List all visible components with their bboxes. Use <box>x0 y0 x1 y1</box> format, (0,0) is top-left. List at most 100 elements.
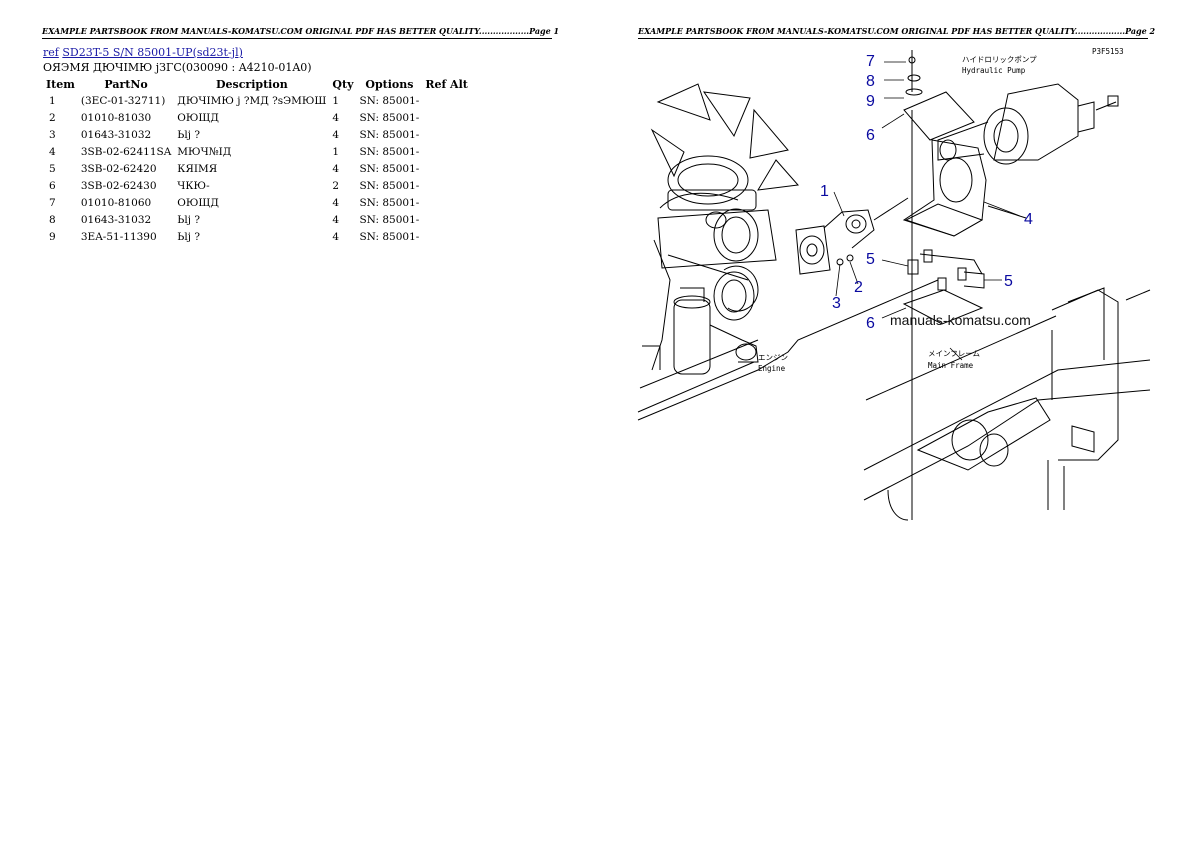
cell-options: SN: 85001- <box>359 145 420 158</box>
cell-options: SN: 85001- <box>359 162 420 175</box>
label-engine-en: Engine <box>758 364 786 373</box>
hydraulic-pump-illustration <box>937 83 1119 165</box>
col-partno-header: PartNo <box>104 77 148 91</box>
cell-item: 6 <box>49 179 56 192</box>
cell-partno: 01643-31032 <box>80 128 152 141</box>
cell-description: ОЮЩД <box>177 196 219 209</box>
callout-6-top: 6 <box>866 127 875 144</box>
table-row: 7 01010-81060 ОЮЩД 4 SN: 85001- <box>43 194 471 211</box>
cell-description: МЮЧ№IД <box>177 145 232 158</box>
cell-item: 2 <box>49 111 56 124</box>
cell-partno: (3EC-01-32711) <box>80 94 166 107</box>
cell-partno: 01010-81060 <box>80 196 152 209</box>
cell-refalt <box>422 160 471 177</box>
callout-1: 1 <box>820 183 829 200</box>
callout-3: 3 <box>832 295 841 312</box>
cell-qty: 4 <box>332 111 340 124</box>
table-header-row: Item PartNo Description Qty Options Ref … <box>43 76 471 92</box>
cell-qty: 1 <box>332 94 340 107</box>
table-row: 2 01010-81030 ОЮЩД 4 SN: 85001- <box>43 109 471 126</box>
cell-options: SN: 85001- <box>359 196 420 209</box>
cell-options: SN: 85001- <box>359 94 420 107</box>
cell-options: SN: 85001- <box>359 213 420 226</box>
cell-item: 5 <box>49 162 56 175</box>
drawing-code: P3F5153 <box>1092 47 1124 56</box>
model-link[interactable]: SD23T-5 S/N 85001-UP(sd23t-jl) <box>62 46 243 59</box>
cell-refalt <box>422 92 471 109</box>
cell-options: SN: 85001- <box>359 230 420 243</box>
cell-description: Ьlj ? <box>177 128 200 141</box>
cell-options: SN: 85001- <box>359 179 420 192</box>
lower-plate-illustration <box>902 289 984 325</box>
filter-illustration <box>673 287 759 375</box>
cell-item: 9 <box>49 230 56 243</box>
cell-qty: 4 <box>332 162 340 175</box>
callout-7: 7 <box>866 53 875 70</box>
cell-partno: 01643-31032 <box>80 213 152 226</box>
label-pump-jp: ハイドロリックポンプ <box>962 55 1037 64</box>
watermark-text: manuals-komatsu.com <box>890 312 1031 328</box>
cell-refalt <box>422 228 471 245</box>
coupling-illustration <box>795 197 909 275</box>
page-header-2: EXAMPLE PARTSBOOK FROM MANUALS-KOMATSU.C… <box>638 26 1155 39</box>
cell-description: Ьlj ? <box>177 213 200 226</box>
cell-options: SN: 85001- <box>359 111 420 124</box>
col-description-header: Description <box>216 77 288 91</box>
cell-partno: 3SB-02-62420 <box>80 162 157 175</box>
cell-partno: 01010-81030 <box>80 111 152 124</box>
cell-options: SN: 85001- <box>359 128 420 141</box>
bracket-illustration <box>902 139 987 237</box>
cell-description: ОЮЩД <box>177 111 219 124</box>
ref-link[interactable]: ref <box>43 46 59 59</box>
engine-fan-illustration <box>650 83 799 371</box>
cell-partno: 3SB-02-62430 <box>80 179 157 192</box>
cell-partno: 3SB-02-62411SA <box>80 145 172 158</box>
label-engine-jp: エンジン <box>758 353 788 362</box>
cell-refalt <box>422 126 471 143</box>
col-qty-header: Qty <box>332 77 354 91</box>
col-options-header: Options <box>365 77 414 91</box>
table-row: 8 01643-31032 Ьlj ? 4 SN: 85001- <box>43 211 471 228</box>
cell-qty: 2 <box>332 179 340 192</box>
callout-2: 2 <box>854 279 863 296</box>
parts-table: Item PartNo Description Qty Options Ref … <box>43 76 471 245</box>
col-refalt-header: Ref Alt <box>425 77 468 91</box>
table-row: 9 3EA-51-11390 Ьlj ? 4 SN: 85001- <box>43 228 471 245</box>
table-row: 6 3SB-02-62430 ЧКЮ- 2 SN: 85001- <box>43 177 471 194</box>
cell-description: КЯIМЯ <box>177 162 218 175</box>
cell-qty: 4 <box>332 196 340 209</box>
cell-refalt <box>422 211 471 228</box>
cell-qty: 4 <box>332 128 340 141</box>
label-pump-en: Hydraulic Pump <box>962 66 1026 75</box>
cell-partno: 3EA-51-11390 <box>80 230 157 243</box>
cell-item: 7 <box>49 196 56 209</box>
callout-8: 8 <box>866 73 875 90</box>
top-plate-illustration <box>903 91 975 141</box>
cell-item: 8 <box>49 213 56 226</box>
callout-5-left: 5 <box>866 251 875 268</box>
cell-description: ЧКЮ- <box>177 179 210 192</box>
exploded-parts-diagram: 7 8 9 6 1 4 5 5 2 3 6 P3F5153 ハイドロリックポンプ… <box>637 47 1151 521</box>
table-row: 3 01643-31032 Ьlj ? 4 SN: 85001- <box>43 126 471 143</box>
cell-refalt <box>422 143 471 160</box>
reference-line: ref SD23T-5 S/N 85001-UP(sd23t-jl) <box>43 46 243 59</box>
cell-refalt <box>422 194 471 211</box>
cell-item: 4 <box>49 145 56 158</box>
table-row: 5 3SB-02-62420 КЯIМЯ 4 SN: 85001- <box>43 160 471 177</box>
cell-qty: 1 <box>332 145 340 158</box>
cell-description: ДЮЧIМЮ j ?МД ?sЭМЮШ <box>177 94 327 107</box>
cell-description: Ьlj ? <box>177 230 200 243</box>
callout-6-bottom: 6 <box>866 315 875 332</box>
page-header-1: EXAMPLE PARTSBOOK FROM MANUALS-KOMATSU.C… <box>42 26 559 39</box>
assembly-title: ОЯЭМЯ ДЮЧIМЮ jЗГС(030090 : A4210-01A0) <box>43 61 312 74</box>
callout-5-right: 5 <box>1004 273 1013 290</box>
cell-item: 1 <box>49 94 56 107</box>
table-row: 4 3SB-02-62411SA МЮЧ№IД 1 SN: 85001- <box>43 143 471 160</box>
cell-refalt <box>422 109 471 126</box>
cell-item: 3 <box>49 128 56 141</box>
label-frame-jp: メインフレーム <box>928 349 980 358</box>
cell-refalt <box>422 177 471 194</box>
main-frame-illustration <box>863 287 1151 521</box>
table-row: 1 (3EC-01-32711) ДЮЧIМЮ j ?МД ?sЭМЮШ 1 S… <box>43 92 471 109</box>
cell-qty: 4 <box>332 213 340 226</box>
